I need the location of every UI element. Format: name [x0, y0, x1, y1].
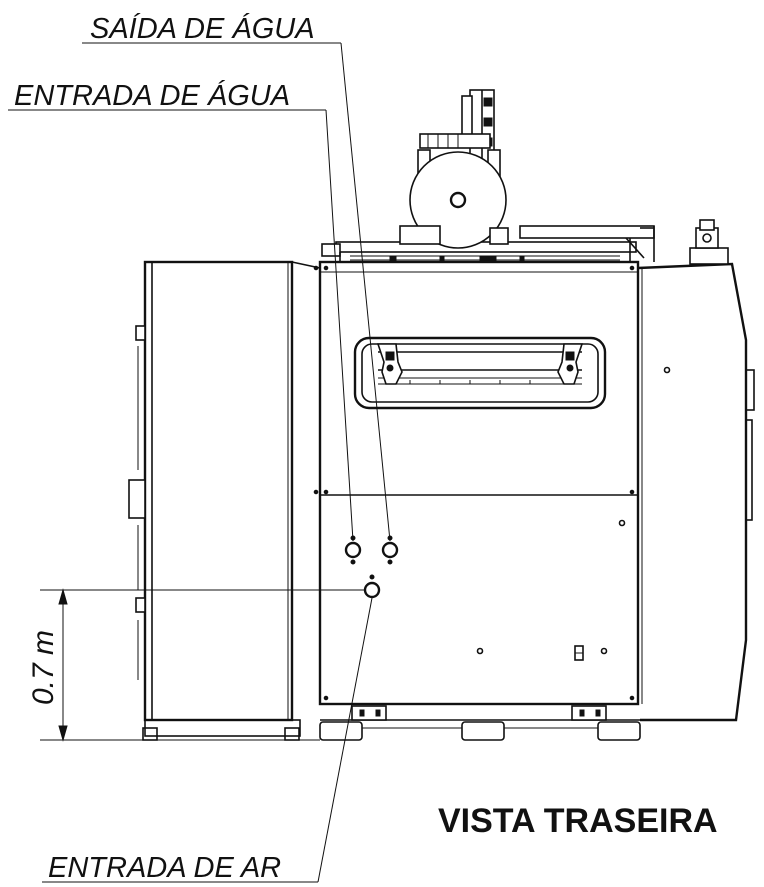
top-motor-assembly: [399, 89, 509, 249]
label-water-inlet: ENTRADA DE ÁGUA: [14, 79, 290, 112]
label-water-outlet: SAÍDA DE ÁGUA: [90, 12, 315, 45]
view-title: VISTA TRASEIRA: [438, 802, 718, 840]
water-inlet-port: [344, 541, 362, 559]
front-window: [353, 336, 607, 410]
central-body: [313, 260, 640, 706]
height-dimension: 0.7 m: [27, 588, 365, 742]
label-air-inlet: ENTRADA DE AR: [48, 852, 281, 884]
right-side-section: [637, 219, 755, 722]
leader-lines: [8, 42, 391, 883]
water-outlet-port: [381, 541, 399, 559]
left-cabinet: [128, 260, 321, 741]
top-frame: [321, 225, 655, 263]
air-inlet-port: [363, 581, 381, 599]
connection-ports: [344, 535, 399, 599]
dimension-text: 0.7 m: [27, 630, 60, 705]
valve-icon: [689, 219, 729, 265]
machine-feet: [319, 705, 641, 741]
